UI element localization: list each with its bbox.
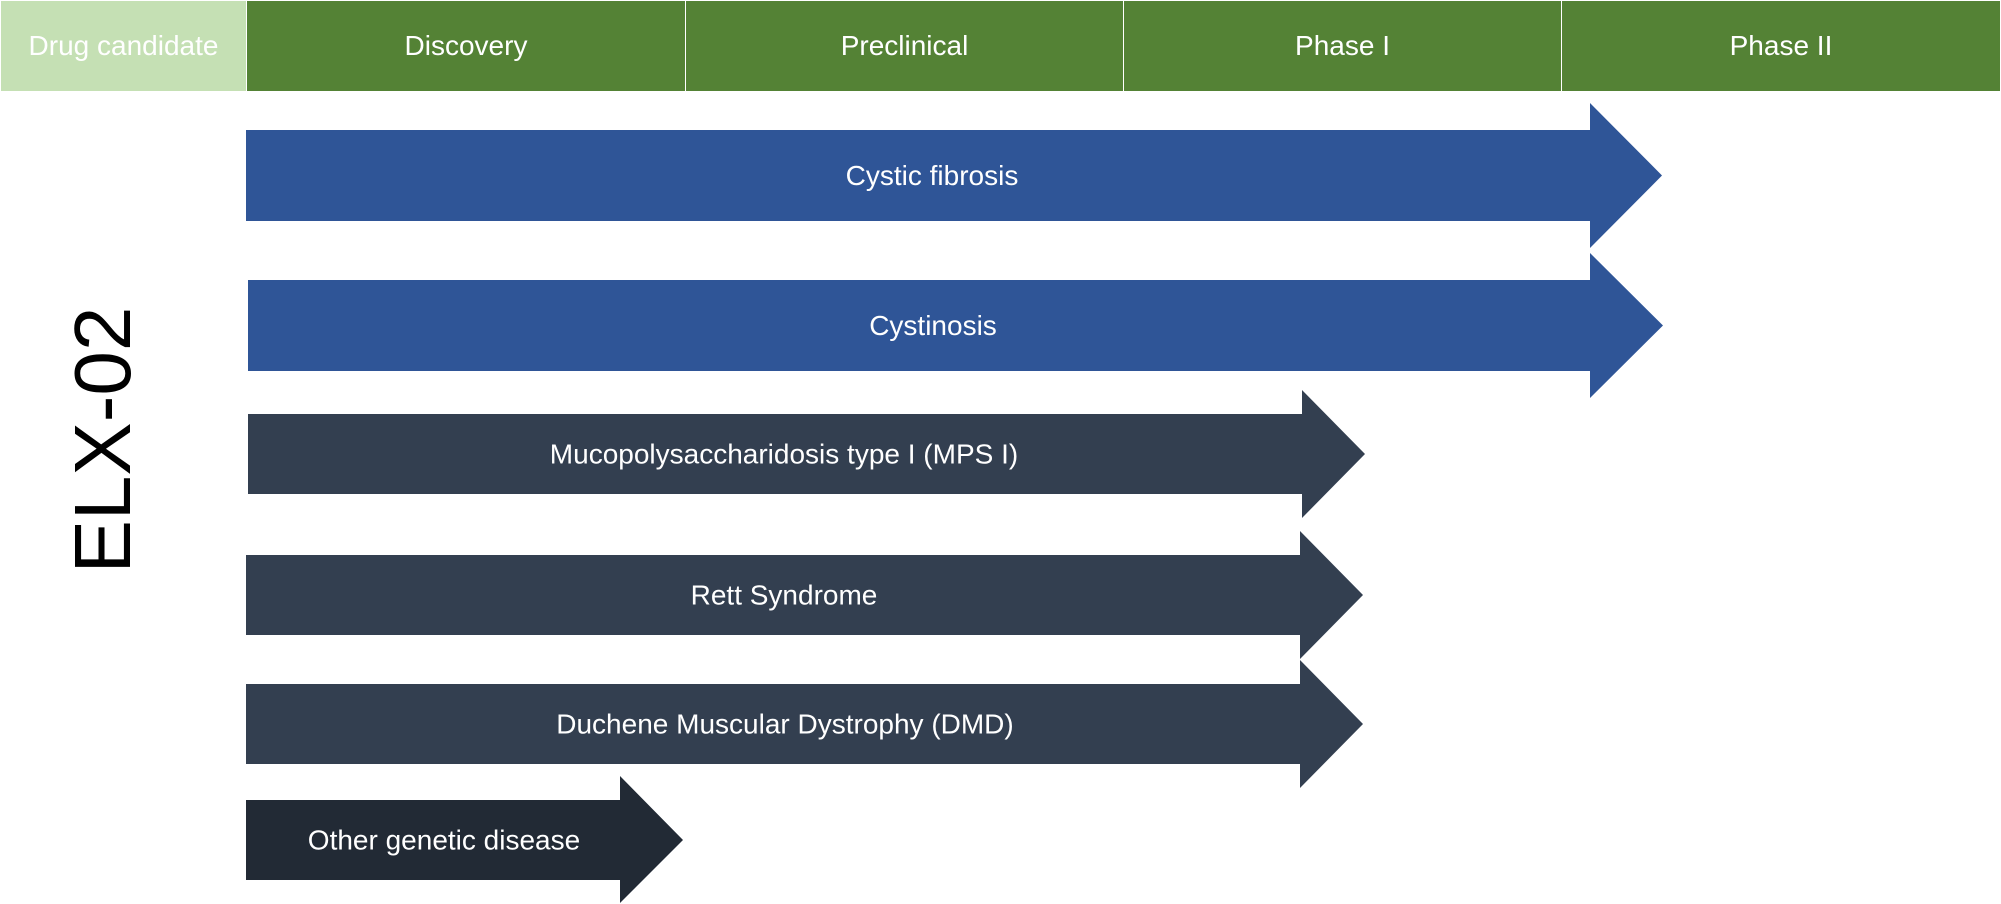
header-stage-preclinical: Preclinical [685, 1, 1123, 91]
program-label-cystic-fibrosis: Cystic fibrosis [846, 160, 1019, 191]
header-stage-phase-1: Phase I [1123, 1, 1561, 91]
program-arrow-cystinosis [248, 253, 1663, 398]
header-stage-discovery: Discovery [246, 1, 685, 91]
program-label-rett-syndrome: Rett Syndrome [691, 580, 878, 611]
program-arrow-other-genetic-disease [246, 776, 683, 903]
program-arrow-mucopolysaccharidosis-type-i-mps-i [248, 390, 1365, 518]
program-label-mucopolysaccharidosis-type-i-mps-i: Mucopolysaccharidosis type I (MPS I) [550, 439, 1018, 470]
program-arrow-cystic-fibrosis [246, 103, 1662, 248]
program-arrow-rett-syndrome [246, 531, 1363, 659]
program-label-cystinosis: Cystinosis [869, 310, 997, 341]
program-label-other-genetic-disease: Other genetic disease [308, 825, 580, 856]
program-label-duchene-muscular-dystrophy-dmd: Duchene Muscular Dystrophy (DMD) [556, 709, 1013, 740]
header-drug-candidate: Drug candidate [1, 1, 246, 91]
candidate-label: ELX-02 [58, 306, 147, 574]
program-arrow-duchene-muscular-dystrophy-dmd [246, 660, 1363, 788]
header-stage-phase-2: Phase II [1561, 1, 2000, 91]
